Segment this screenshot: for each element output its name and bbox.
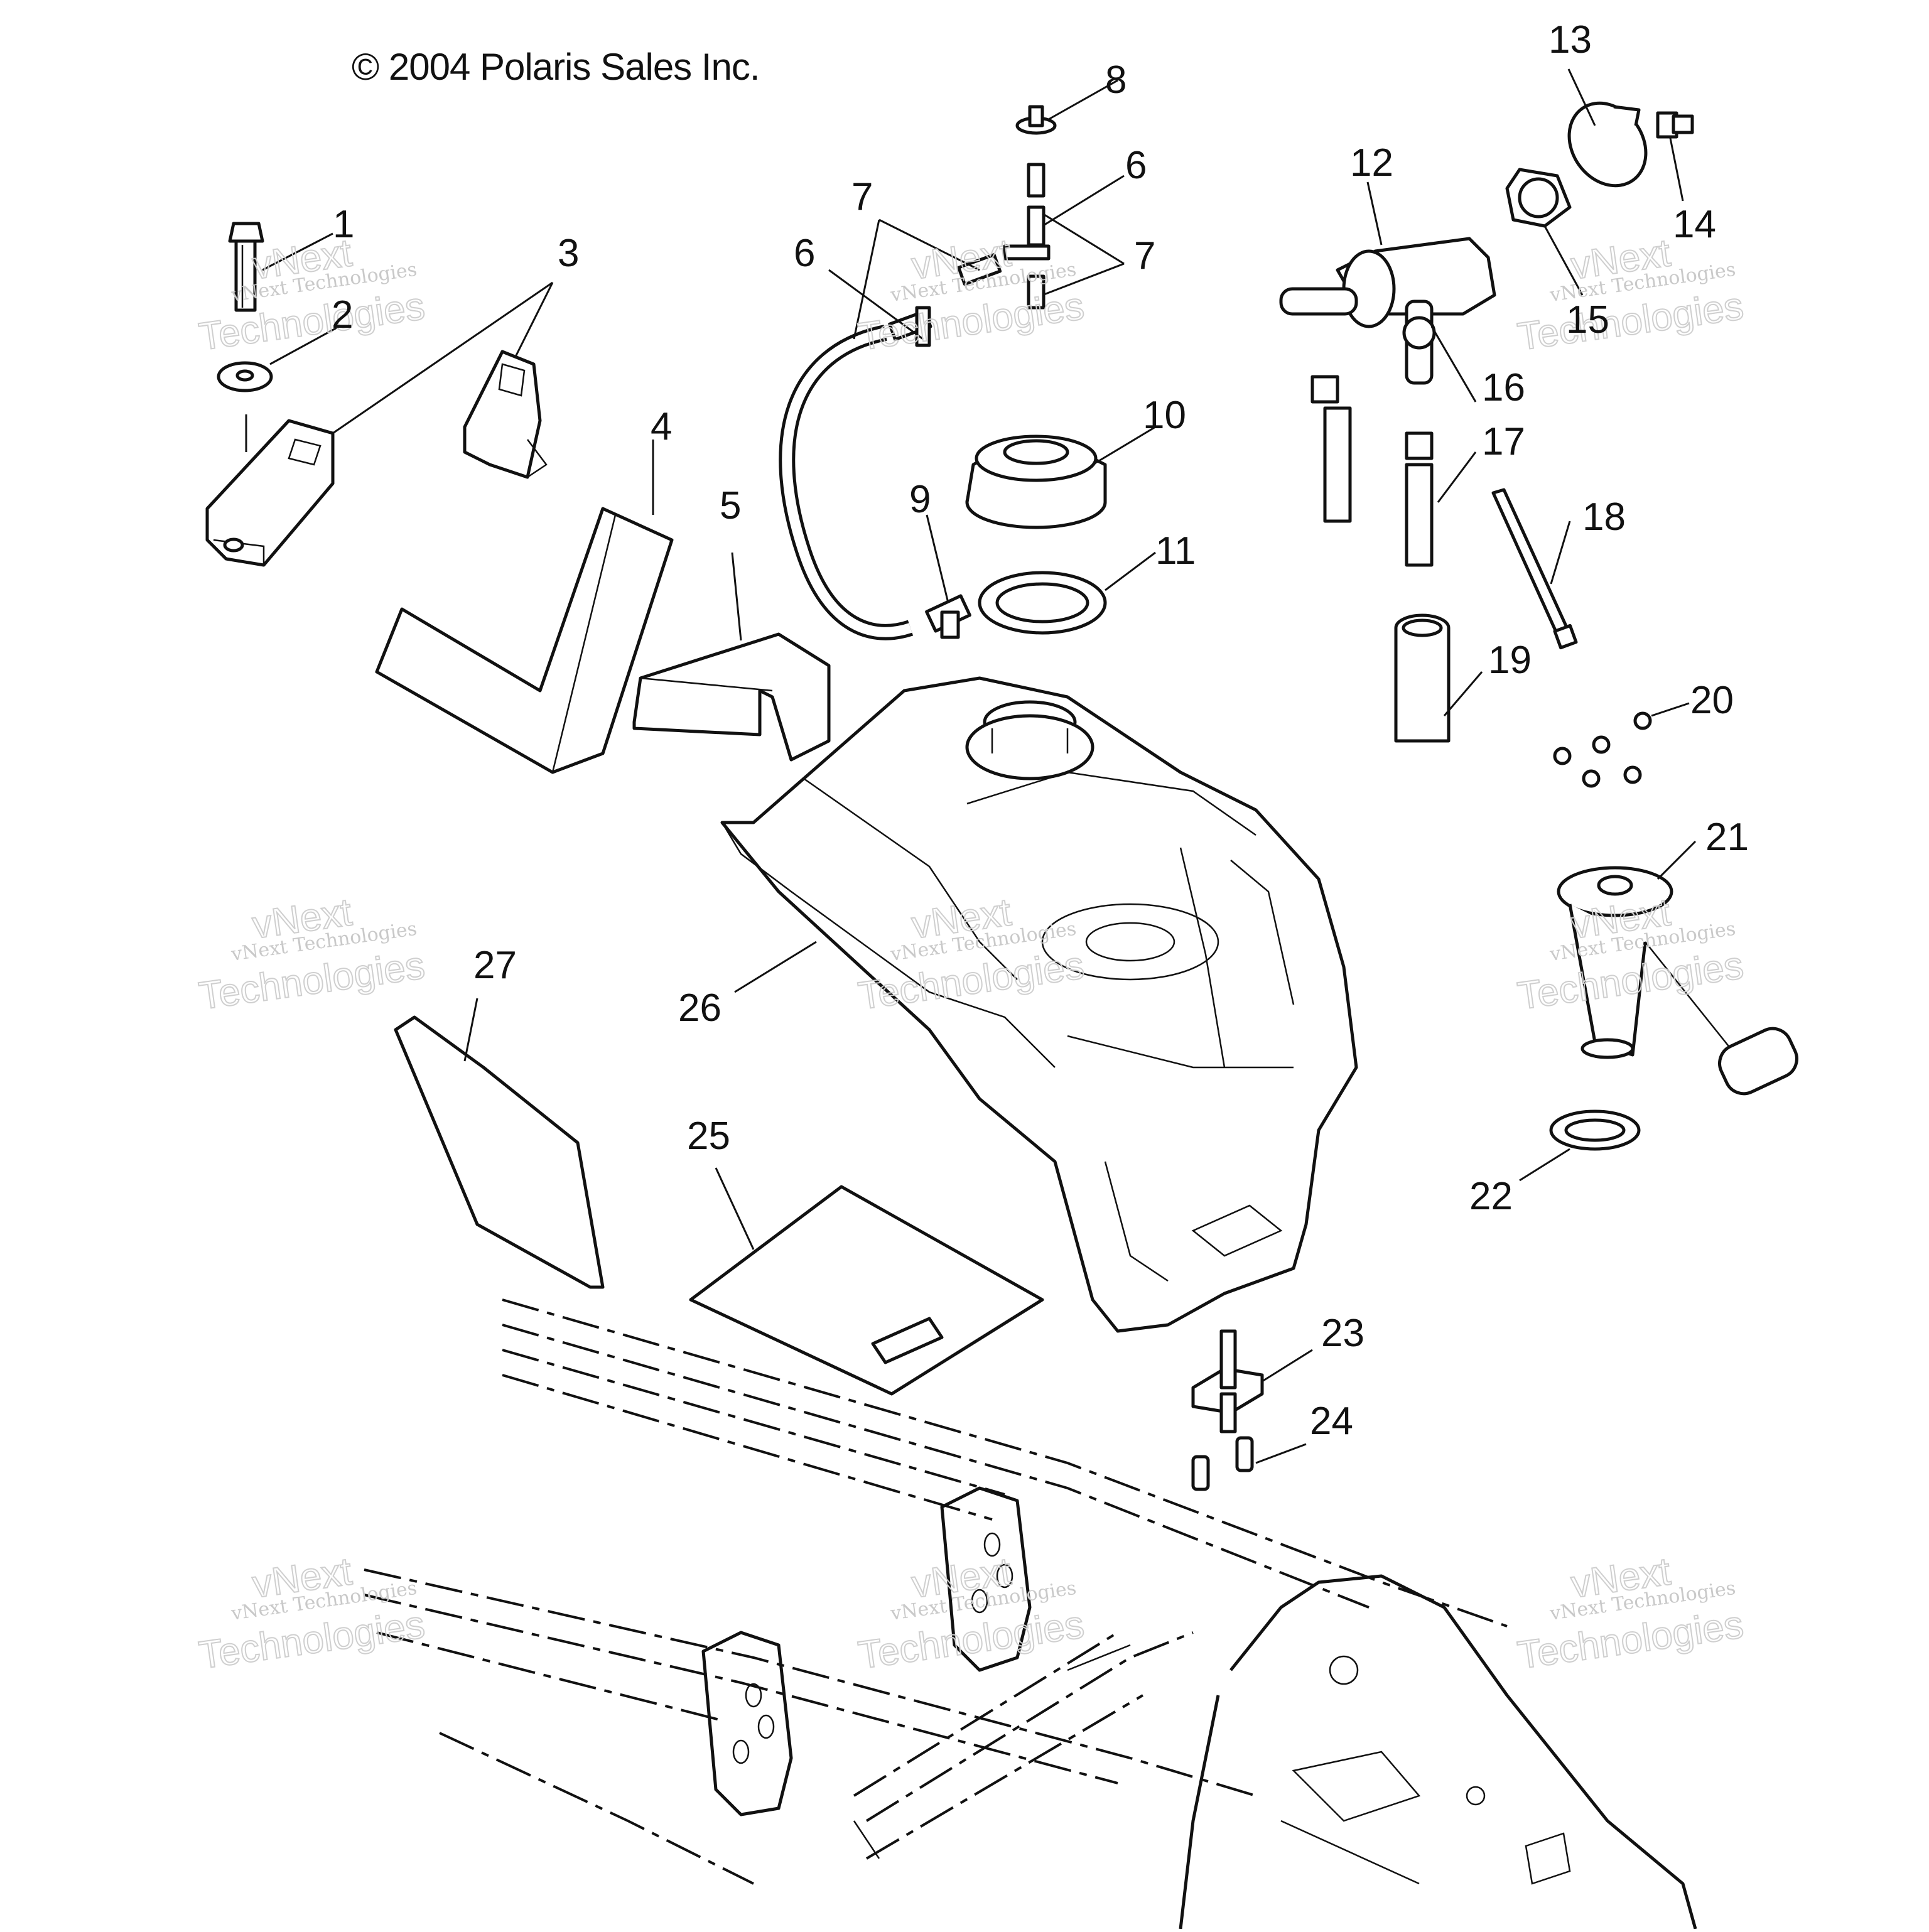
nut-part-15 [1505, 168, 1572, 228]
pad-part-25 [689, 1185, 1044, 1396]
fuel-cap-part-10 [965, 434, 1107, 529]
callout-11: 11 [1155, 529, 1196, 573]
callout-2: 2 [332, 293, 353, 337]
callout-10: 10 [1143, 394, 1186, 437]
frame-outline [364, 1298, 1697, 1929]
fuel-hose [779, 325, 914, 640]
callout-7-left: 7 [851, 175, 873, 219]
callout-4: 4 [651, 405, 672, 448]
pad-part-27 [394, 1015, 605, 1289]
bracket-part-3a [205, 419, 335, 567]
fuel-sender-part-21 [1557, 866, 1798, 1096]
callout-1: 1 [333, 203, 354, 246]
callout-25: 25 [687, 1114, 730, 1158]
bracket-part-3b [463, 350, 548, 479]
screw-part-14 [1656, 111, 1694, 139]
callout-22: 22 [1469, 1175, 1513, 1218]
callout-26: 26 [678, 986, 721, 1030]
fitting-part-8 [1003, 105, 1057, 310]
foam-strip-part-4 [375, 507, 674, 774]
callout-27: 27 [473, 944, 517, 987]
callout-18: 18 [1582, 495, 1626, 539]
copyright-text: © 2004 Polaris Sales Inc. [352, 46, 760, 88]
callout-21: 21 [1705, 816, 1749, 859]
callout-20: 20 [1690, 679, 1734, 722]
callout-19: 19 [1488, 639, 1532, 682]
elbow-part-9 [925, 594, 971, 639]
callout-3: 3 [558, 232, 579, 275]
foam-block-part-5 [632, 632, 831, 762]
callout-23: 23 [1321, 1312, 1364, 1355]
callout-8: 8 [1105, 58, 1127, 102]
screws-part-20 [1553, 711, 1652, 788]
callout-6-left: 6 [794, 232, 815, 275]
gasket-part-22 [1549, 1109, 1641, 1151]
valve-part-12 [1279, 237, 1496, 567]
callout-16: 16 [1482, 366, 1525, 409]
callout-12: 12 [1350, 141, 1393, 185]
bracket-part-23 [1191, 1329, 1264, 1433]
fuel-tank-part-26 [720, 676, 1358, 1333]
callout-17: 17 [1482, 420, 1525, 463]
clamp-part-16 [1402, 316, 1436, 350]
seal-part-11 [978, 571, 1107, 635]
washer-part-2 [217, 361, 273, 452]
callout-7-right: 7 [1134, 234, 1155, 278]
cover-part-13 [1567, 101, 1648, 188]
bolt-part-1 [228, 222, 264, 312]
callout-24: 24 [1310, 1400, 1353, 1443]
callout-9: 9 [909, 478, 931, 521]
leader-lines [262, 68, 1697, 1464]
fitting-part-6-7 [888, 253, 1002, 347]
callout-labels: 1 2 3 4 5 6 6 7 7 8 9 10 11 12 13 14 15 … [332, 18, 1749, 1443]
callout-13: 13 [1548, 18, 1592, 62]
callout-15: 15 [1566, 298, 1609, 342]
callout-6-right: 6 [1125, 144, 1147, 187]
callout-14: 14 [1673, 203, 1716, 246]
rod-part-18 [1491, 488, 1578, 650]
tube-part-19 [1394, 613, 1451, 743]
callout-5: 5 [720, 484, 741, 527]
screws-part-24 [1191, 1436, 1254, 1491]
